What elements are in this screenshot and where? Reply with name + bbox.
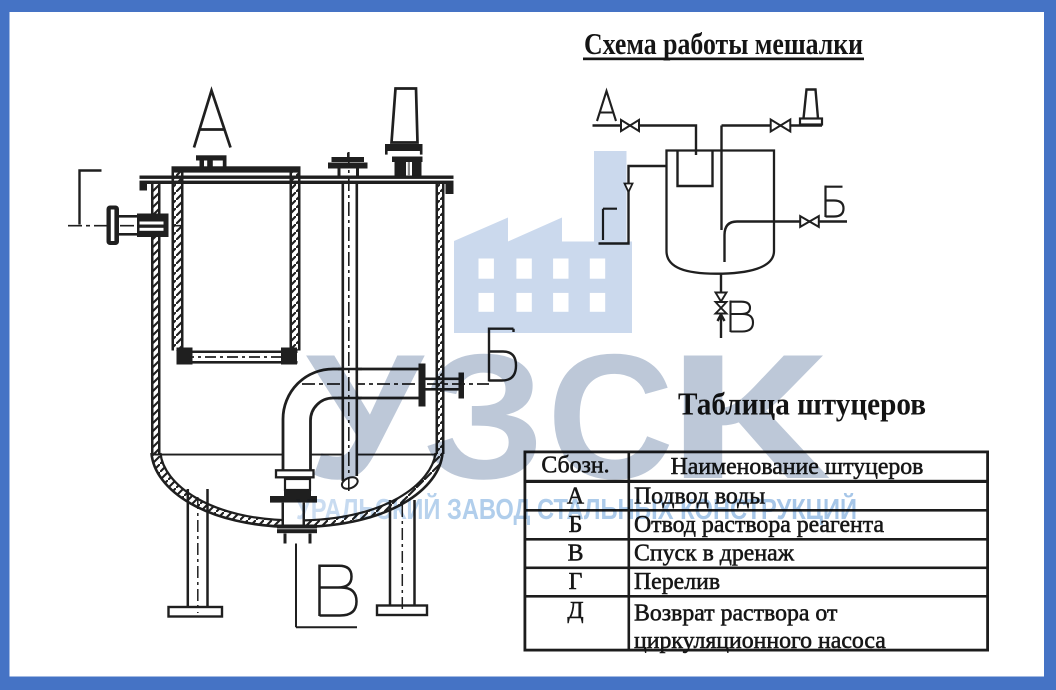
svg-text:Возврат раствора от: Возврат раствора от (634, 601, 838, 627)
svg-text:С: С (547, 317, 674, 516)
svg-text:З: З (423, 317, 545, 516)
svg-text:Д: Д (567, 598, 583, 624)
svg-text:К: К (666, 317, 830, 516)
svg-text:Сбозн.: Сбозн. (541, 453, 609, 479)
svg-text:А: А (567, 484, 585, 510)
svg-text:Отвод раствора реагента: Отвод раствора реагента (634, 512, 884, 538)
svg-text:УРАЛЬСКИЙ ЗАВОД СТАЛЬНЫХ КОНСТ: УРАЛЬСКИЙ ЗАВОД СТАЛЬНЫХ КОНСТРУКЦИЙ (296, 492, 857, 526)
svg-text:Схема работы мешалки: Схема работы мешалки (584, 27, 863, 61)
svg-text:У: У (306, 317, 425, 516)
svg-text:Г: Г (569, 569, 583, 595)
svg-text:Б: Б (569, 512, 583, 538)
svg-text:Перелив: Перелив (634, 569, 720, 595)
svg-text:Подвод воды: Подвод воды (634, 484, 765, 510)
svg-text:В: В (568, 541, 584, 567)
svg-text:Таблица штуцеров: Таблица штуцеров (678, 386, 926, 422)
svg-text:Наименование штуцеров: Наименование штуцеров (671, 454, 924, 480)
svg-text:Спуск в дренаж: Спуск в дренаж (634, 541, 795, 567)
svg-text:циркуляционного насоса: циркуляционного насоса (634, 628, 886, 654)
